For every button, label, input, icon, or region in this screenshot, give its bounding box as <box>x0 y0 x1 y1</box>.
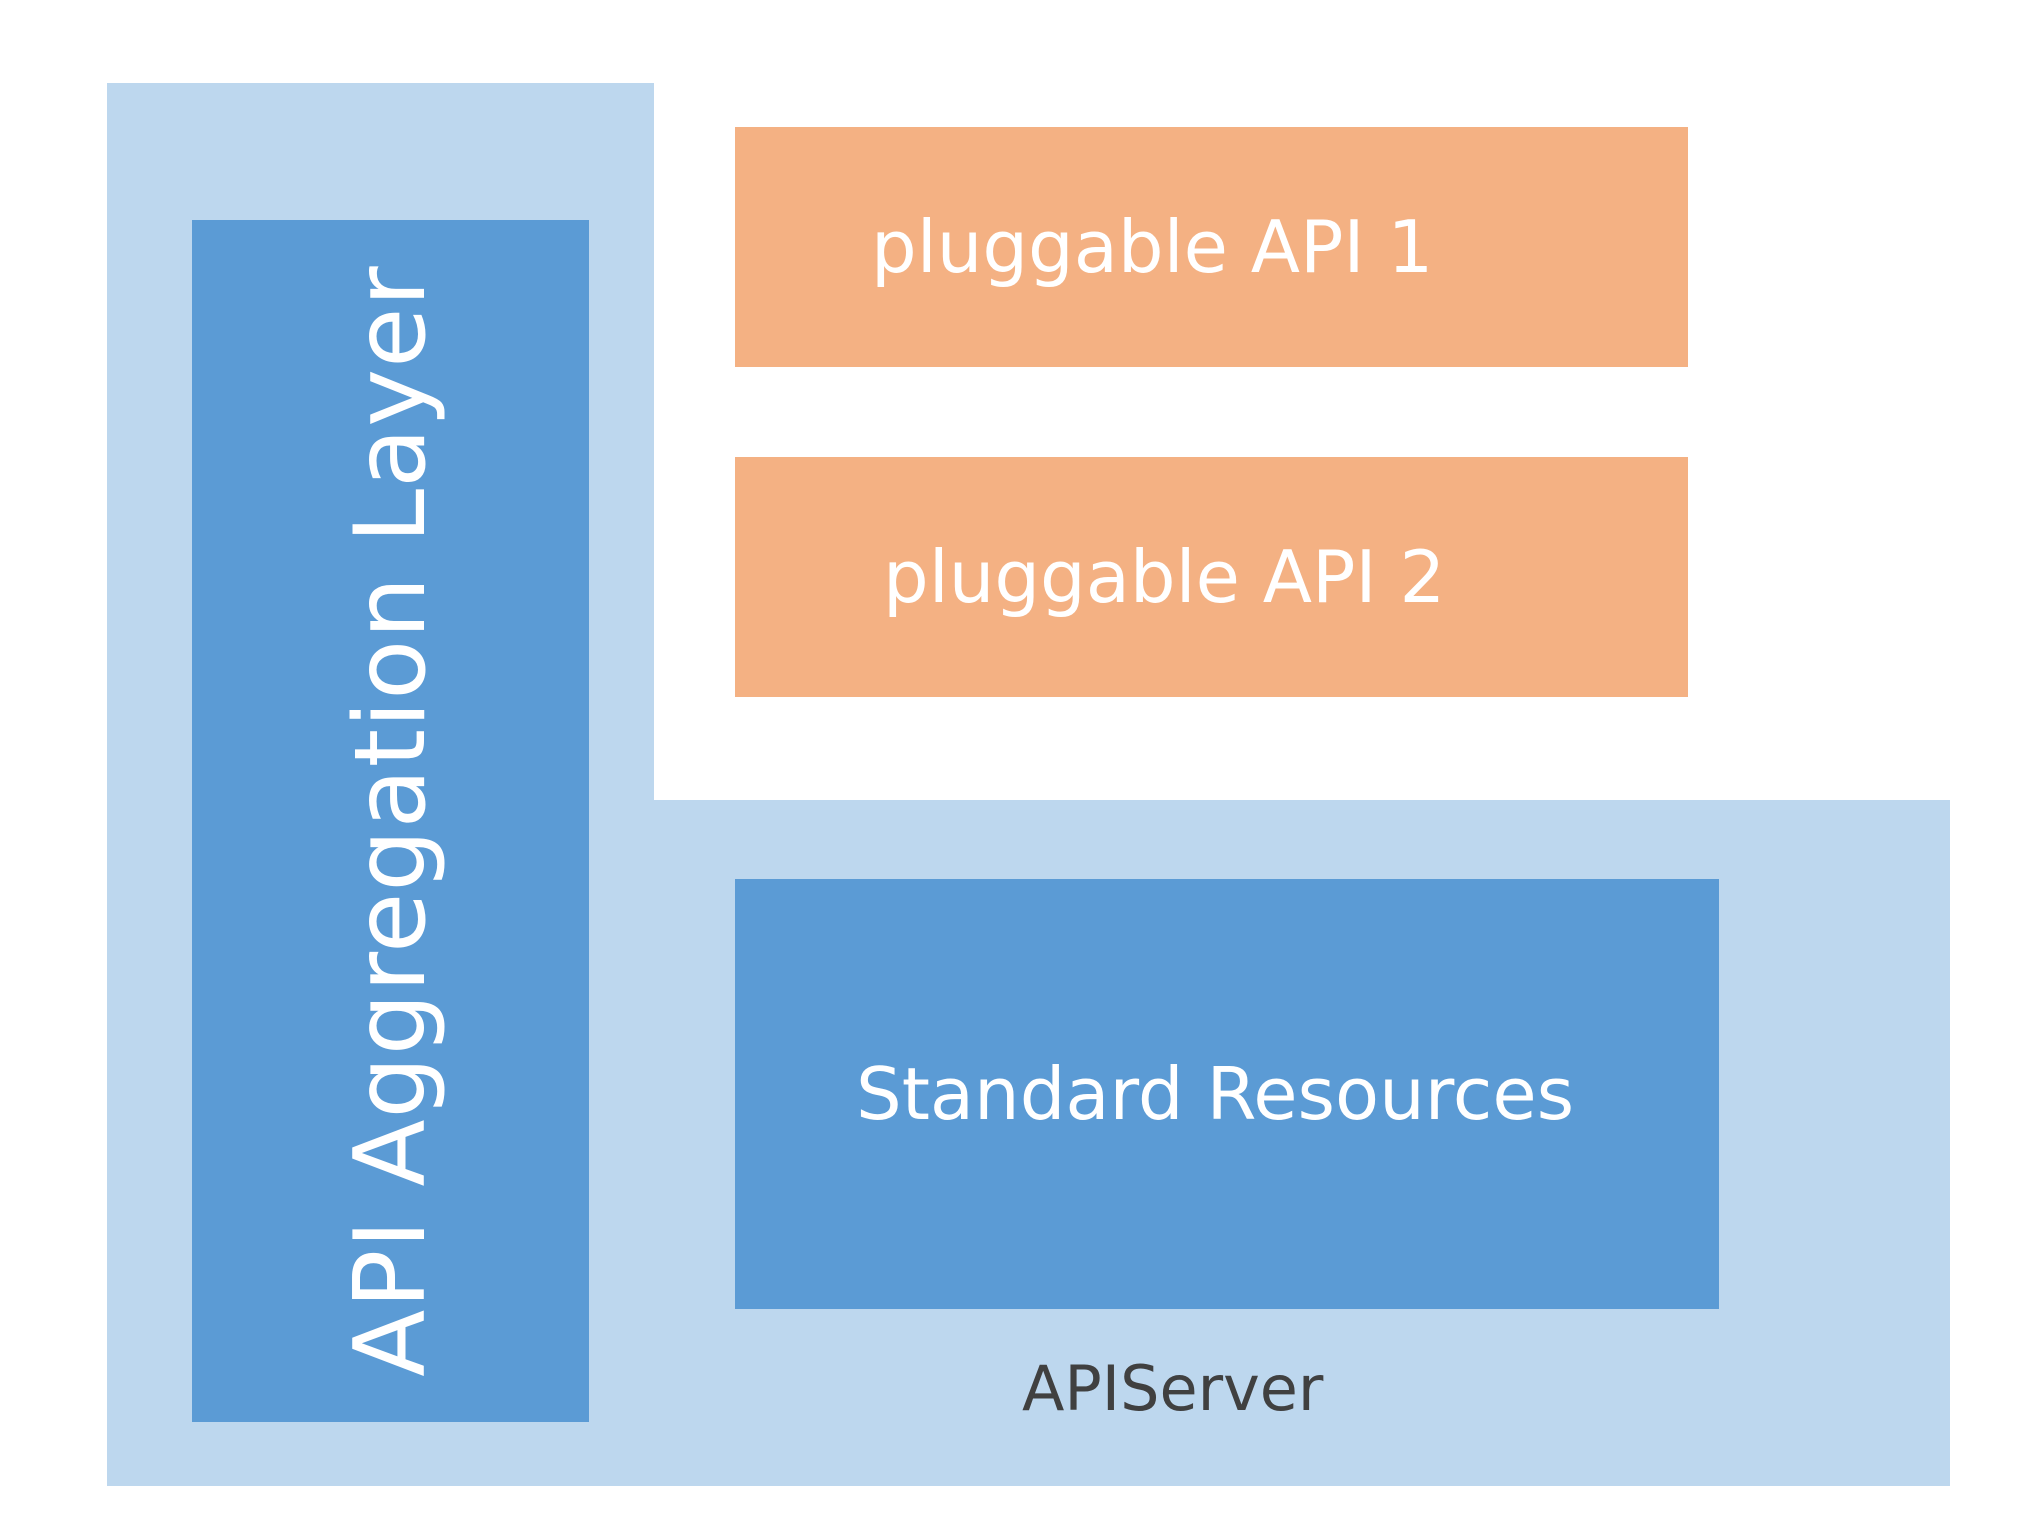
standard-resources: Standard Resources <box>735 879 1719 1309</box>
standard-resources-label: Standard Resources <box>856 1052 1575 1136</box>
pluggable-api-2: pluggable API 2 <box>735 457 1688 697</box>
pluggable-api-2-label: pluggable API 2 <box>883 535 1446 619</box>
api-aggregation-layer-label: API Aggregation Layer <box>333 265 448 1377</box>
pluggable-api-1: pluggable API 1 <box>735 127 1688 367</box>
api-aggregation-layer: API Aggregation Layer <box>192 220 589 1422</box>
apiserver-label: APIServer <box>1022 1352 1324 1425</box>
pluggable-api-1-label: pluggable API 1 <box>871 205 1434 289</box>
